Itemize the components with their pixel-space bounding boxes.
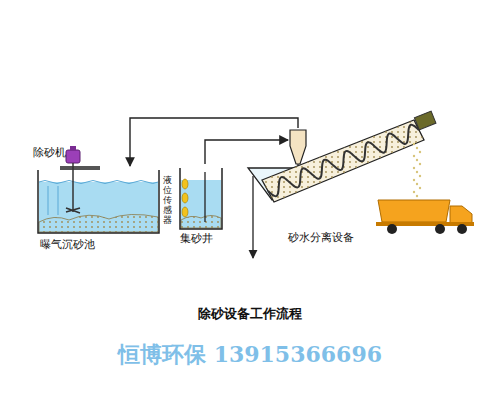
equipment-label: 曝气沉砂池 <box>40 238 164 251</box>
watermark: 恒博环保 13915366696 <box>0 340 500 370</box>
equipment-label: 砂水分离设备 <box>288 231 444 244</box>
equipment-label: 集砂井 <box>180 232 228 245</box>
equipment-node: 集砂井 <box>178 164 228 246</box>
equipment-node: 除砂机 <box>33 146 69 162</box>
diagram-caption: 除砂设备工作流程 <box>0 305 500 323</box>
equipment-node: 砂水分离设备 <box>288 128 444 245</box>
sensor-label: 液位传感器 <box>163 176 172 225</box>
equipment-label: 除砂机 <box>33 146 69 159</box>
collection-well <box>180 168 222 229</box>
truck <box>376 200 474 234</box>
flow-pipe <box>130 118 298 166</box>
equipment-node: 曝气沉砂池 <box>36 166 164 252</box>
grit-tank <box>38 170 159 233</box>
flow-pipe <box>205 140 288 164</box>
level-sensor <box>182 179 188 217</box>
